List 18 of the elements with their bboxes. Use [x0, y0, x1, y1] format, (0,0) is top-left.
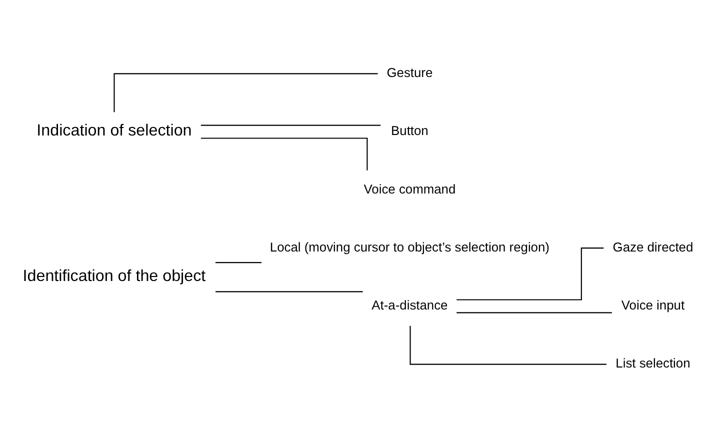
node-text: Local (moving cursor to object’s selection region) [270, 238, 550, 254]
node-text: Identification of the object [22, 266, 206, 284]
node-text: List selection [616, 355, 690, 370]
node-text: Gesture [386, 64, 433, 80]
node-text: Gaze directed [612, 238, 694, 254]
connector [216, 290, 363, 292]
connector [114, 72, 378, 112]
node-text: Button [391, 122, 428, 138]
node-text: Voice command [364, 180, 456, 196]
connector [200, 137, 368, 170]
connector [200, 124, 381, 126]
connector [410, 325, 606, 364]
node-text: At-a-distance [372, 297, 448, 312]
connector [216, 262, 262, 263]
connector [456, 312, 612, 313]
connector [456, 247, 604, 300]
node-text: Voice input [621, 297, 685, 312]
node-text: Indication of selection [36, 121, 192, 140]
